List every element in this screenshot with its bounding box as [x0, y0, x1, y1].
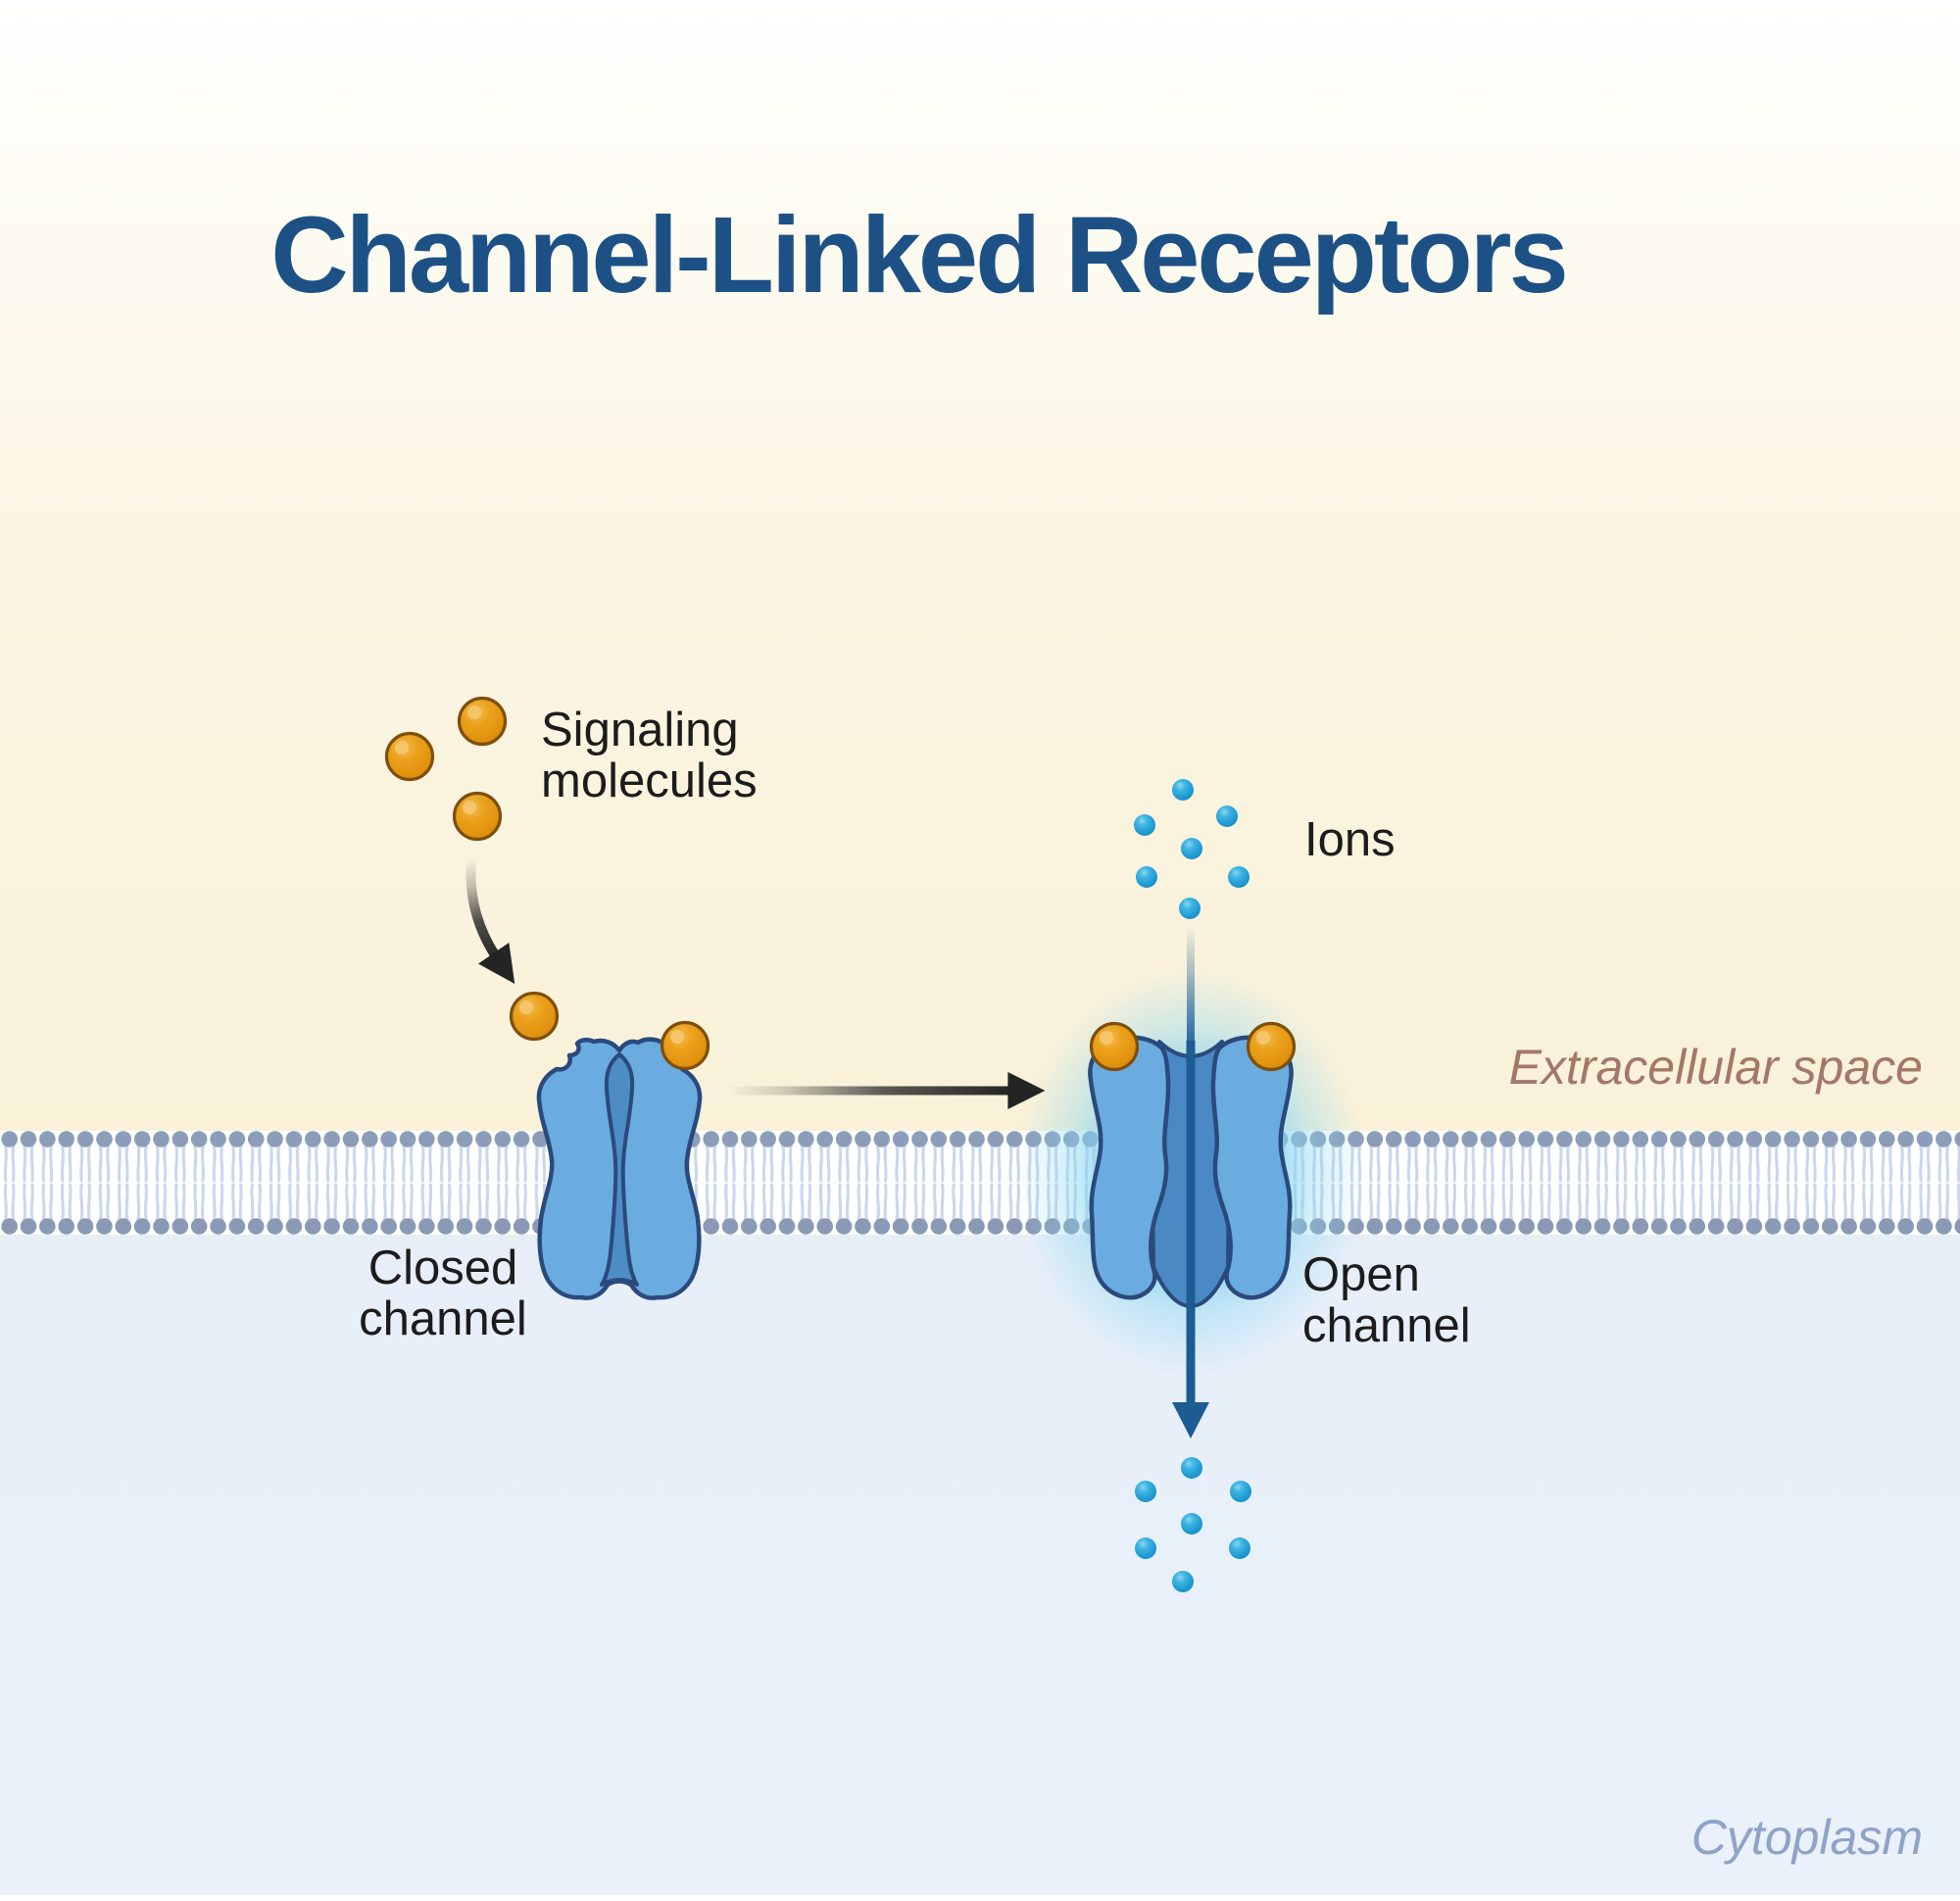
ligand-binding-arrow — [466, 857, 515, 985]
open-receptor-right-subunit — [1210, 1035, 1294, 1300]
ligand-bound-open-left — [1089, 1021, 1140, 1072]
ion — [1179, 898, 1200, 919]
ligand-bound-open-right — [1246, 1021, 1297, 1072]
lipid-bilayer-membrane — [0, 1131, 1960, 1235]
ion — [1228, 866, 1250, 888]
open-receptor-left-subunit — [1088, 1035, 1171, 1300]
ion — [1181, 838, 1202, 859]
ion-flow-arrow — [1172, 925, 1209, 1438]
signaling-molecule — [509, 991, 560, 1042]
ion — [1136, 866, 1157, 888]
extracellular-space-region — [0, 0, 1960, 1134]
ligand-highlights — [395, 706, 1270, 1045]
ions-label: Ions — [1304, 813, 1396, 866]
ion — [1181, 1457, 1202, 1479]
bottom-white-margin — [0, 1895, 1960, 1901]
ions-intracellular — [1135, 1457, 1251, 1592]
ion — [1229, 1537, 1250, 1559]
ion — [1134, 814, 1155, 836]
ion — [1216, 805, 1238, 827]
signaling-molecule — [457, 696, 508, 747]
ion — [1172, 1571, 1194, 1592]
cytoplasm-label: Cytoplasm — [1690, 1810, 1923, 1865]
ligand-bound-closed — [660, 1020, 710, 1071]
ions-extracellular — [1134, 779, 1250, 919]
diagram-title: Channel-Linked Receptors — [270, 195, 1569, 316]
ion — [1230, 1481, 1251, 1502]
signaling-molecules-label: Signaling molecules — [541, 704, 758, 808]
closed-channel-label: Closed channel — [359, 1242, 527, 1346]
ion — [1181, 1513, 1202, 1535]
open-channel-label: Open channel — [1302, 1248, 1471, 1353]
cytoplasm-region — [0, 1134, 1960, 1901]
ion — [1135, 1537, 1156, 1559]
ion — [1135, 1481, 1156, 1502]
ion — [1172, 779, 1194, 801]
extracellular-space-label: Extracellular space — [1508, 1040, 1923, 1095]
closed-receptor-pore — [600, 1052, 639, 1287]
closed-channel-receptor — [536, 1037, 703, 1300]
signaling-molecule — [384, 731, 435, 782]
signaling-molecule — [452, 791, 503, 842]
